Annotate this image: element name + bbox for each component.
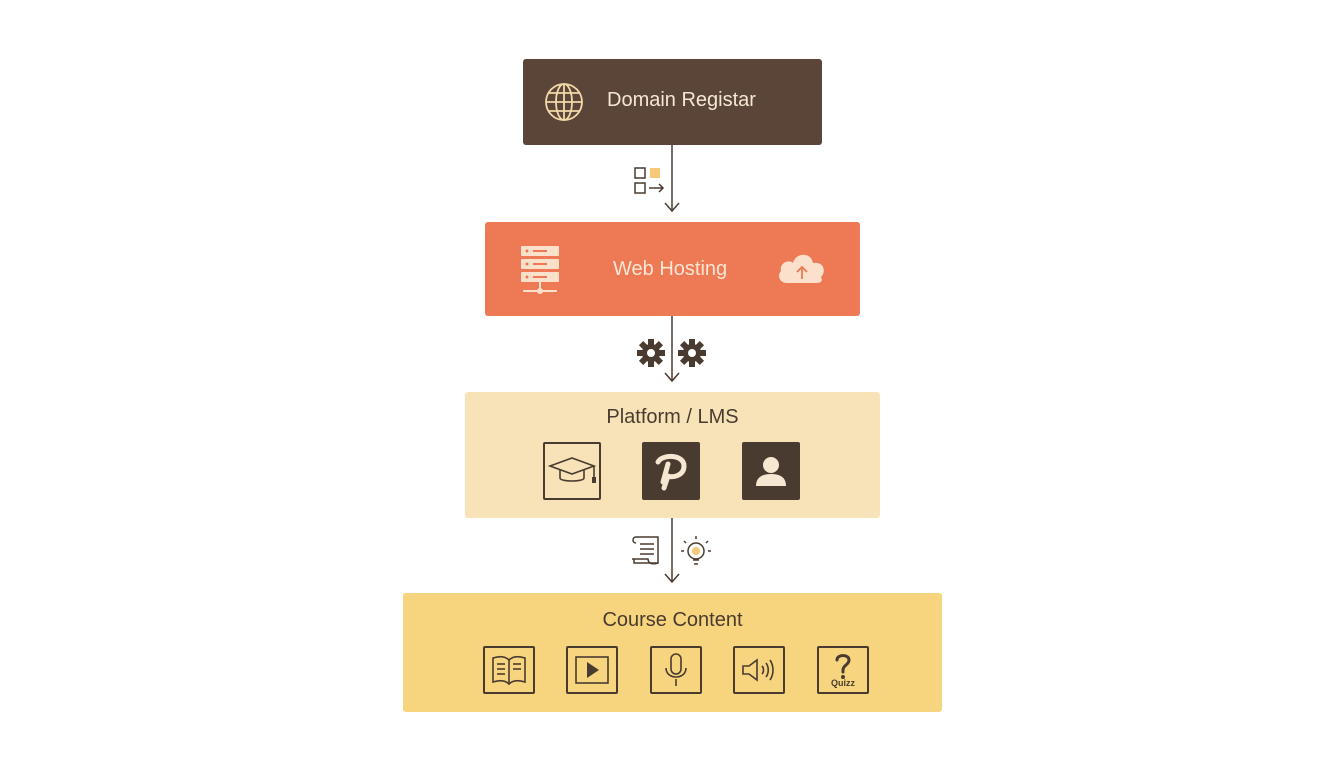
quiz-label: Quizz	[831, 678, 855, 688]
graduation-cap-icon	[547, 457, 597, 483]
video-play-icon	[575, 656, 609, 684]
user-profile-tile	[742, 442, 800, 500]
web-hosting-layer: Web Hosting	[485, 222, 860, 316]
server-icon	[521, 246, 559, 294]
speaker-icon	[742, 658, 774, 682]
microphone-icon	[665, 653, 687, 686]
video-tile	[566, 646, 618, 694]
p-logo-tile	[642, 442, 700, 500]
course-content-layer: Course Content	[403, 593, 942, 712]
cloud-upload-icon	[779, 254, 824, 283]
quiz-icon	[835, 654, 851, 679]
layer-title: Platform / LMS	[606, 406, 739, 428]
layer-title: Web Hosting	[613, 258, 728, 280]
globe-icon	[545, 83, 583, 121]
speaker-tile	[733, 646, 785, 694]
platform-lms-layer: Platform / LMS	[465, 392, 880, 518]
layer-title: Course Content	[602, 609, 743, 631]
document-lightbulb-icon	[632, 536, 711, 565]
gears-icon	[637, 339, 706, 367]
book-icon	[492, 655, 526, 686]
graduation-cap-tile	[543, 442, 601, 500]
dns-transfer-icon	[634, 167, 665, 194]
book-tile	[483, 646, 535, 694]
arrowhead-hosting-platform	[664, 372, 680, 383]
user-profile-icon	[756, 457, 786, 486]
arrowhead-domain-hosting	[664, 202, 680, 213]
p-logo-icon	[655, 454, 687, 491]
microphone-tile	[650, 646, 702, 694]
layer-title: Domain Registar	[607, 89, 756, 111]
quiz-tile: Quizz	[817, 646, 869, 694]
domain-registar-layer: Domain Registar	[523, 59, 822, 145]
arrowhead-platform-content	[664, 573, 680, 584]
